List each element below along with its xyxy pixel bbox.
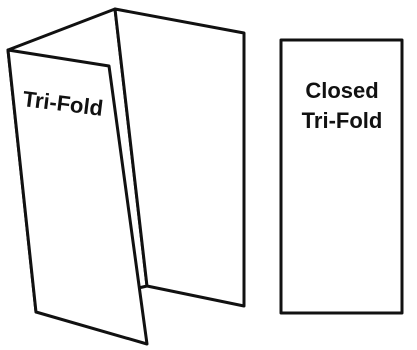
closed-tri-fold-label-line1: Closed — [305, 78, 378, 103]
closed-tri-fold-label-line2: Tri-Fold — [302, 108, 383, 133]
